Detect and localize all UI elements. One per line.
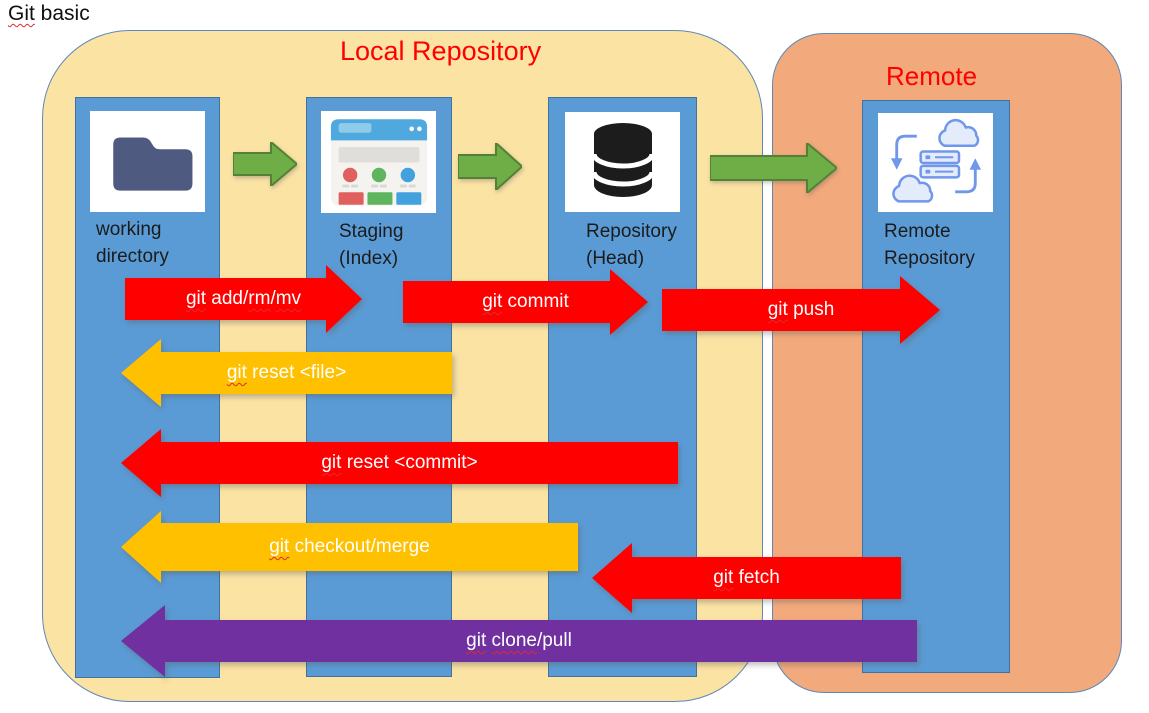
staging-label: Staging (Index) <box>339 218 403 272</box>
arrow-label: git reset <file> <box>226 362 347 383</box>
label-line: Repository <box>586 221 677 242</box>
remote-repository-icon-plate <box>878 113 993 212</box>
arrow-shape: git commit <box>403 269 648 335</box>
label-line: (Index) <box>339 248 399 269</box>
cloud-sync-icon <box>890 118 981 203</box>
arrow-git-commit: git commit <box>403 269 648 335</box>
arrow-git-checkout-merge: git checkout/merge <box>121 511 578 583</box>
working-directory-icon-plate <box>90 111 205 212</box>
arrow-git-clone-pull: git clone/pull <box>121 605 917 677</box>
arrow-shape: git reset <commit> <box>121 429 678 497</box>
arrow-git-reset-file: git reset <file> <box>121 339 452 407</box>
label-line: Staging <box>339 221 404 242</box>
arrow-git-add-rm-mv: git add/rm/mv <box>125 265 362 333</box>
arrow-shape: git checkout/merge <box>121 511 578 583</box>
local-repository-title: Local Repository <box>340 36 542 66</box>
arrow-git-reset-commit: git reset <commit> <box>121 429 678 497</box>
flow-arrow-staging-to-repository <box>458 143 522 190</box>
label-line: (Head) <box>586 248 645 269</box>
arrow-label: git fetch <box>713 567 780 588</box>
arrow-label: git commit <box>482 291 569 312</box>
label-line: Repository <box>884 248 975 269</box>
arrow-shape: git fetch <box>592 543 901 613</box>
arrow-label: git add/rm/mv <box>185 288 302 309</box>
arrow-label: git reset <commit> <box>321 452 478 473</box>
repository-icon-plate <box>565 112 680 212</box>
database-icon <box>591 123 654 197</box>
flow-arrow-repository-to-remote <box>710 143 837 193</box>
arrow-shape: git push <box>662 276 940 344</box>
staging-icon-plate <box>321 111 436 213</box>
repository-label: Repository (Head) <box>586 218 677 272</box>
label-line: Remote <box>884 221 951 242</box>
arrow-shape: git clone/pull <box>121 605 917 677</box>
arrow-git-fetch: git fetch <box>592 543 901 613</box>
label-line: working <box>96 219 162 240</box>
browser-window-icon <box>330 118 427 206</box>
working-directory-label: working directory <box>96 216 169 270</box>
remote-repository-label: Remote Repository <box>884 218 975 272</box>
arrow-label: git checkout/merge <box>269 536 430 557</box>
folder-icon <box>112 136 192 191</box>
arrow-shape: git reset <file> <box>121 339 452 407</box>
label-line: directory <box>96 246 169 267</box>
arrow-git-push: git push <box>662 276 940 344</box>
remote-title: Remote <box>886 61 978 91</box>
arrow-shape: git add/rm/mv <box>125 265 362 333</box>
flow-arrow-working-to-staging <box>233 142 297 186</box>
slide-title: Git basic <box>8 2 90 25</box>
arrow-label: git clone/pull <box>466 630 572 651</box>
arrow-label: git push <box>767 299 835 320</box>
